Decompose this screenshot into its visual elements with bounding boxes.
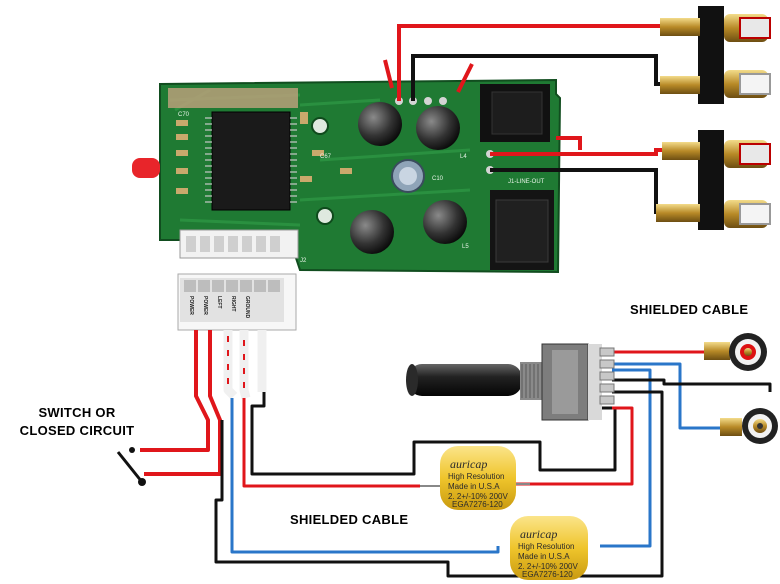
- board-header: [179, 229, 299, 259]
- silk-j2: J2: [300, 258, 307, 264]
- capacitor-2: auricap High Resolution Made in U.S.A 2.…: [510, 516, 588, 580]
- led: [132, 158, 160, 178]
- silk-c67: C67: [320, 154, 332, 160]
- cap1-line1: High Resolution: [448, 472, 504, 481]
- inductor-1: [358, 102, 402, 146]
- silk-l5: L5: [462, 244, 469, 250]
- shielded-cable-label-top: SHIELDED CABLE: [630, 302, 749, 317]
- amplifier-ic: [211, 111, 291, 211]
- cap1-line2: Made in U.S.A: [448, 482, 500, 491]
- rca-input-jacks: [704, 333, 778, 444]
- cap2-line4: EGA7276-120: [522, 570, 573, 579]
- pin-label-right: RIGHT: [230, 296, 236, 312]
- cap2-brand: auricap: [520, 527, 557, 541]
- pin-label-left: LEFT: [216, 296, 222, 309]
- cap1-brand: auricap: [450, 457, 487, 471]
- cap1-line4: EGA7276-120: [452, 500, 503, 509]
- cap2-line2: Made in U.S.A: [518, 552, 570, 561]
- cap2-line1: High Resolution: [518, 542, 574, 551]
- inductor-4: [423, 200, 467, 244]
- inductor-3: [350, 210, 394, 254]
- harness-wires: [140, 330, 772, 578]
- pin-label-power-2: POWER: [202, 296, 208, 315]
- silk-c70: C70: [178, 112, 190, 118]
- pin-label-power-1: POWER: [188, 296, 194, 315]
- amplifier-board: J1-LINE-OUT C10 C67 L4 L5 J2 C70: [132, 59, 582, 274]
- connector-plug: POWER POWER LEFT RIGHT GROUND: [177, 273, 297, 331]
- capacitor-1: auricap High Resolution Made in U.S.A 2.…: [420, 446, 530, 510]
- switch-label: SWITCH OR CLOSED CIRCUIT: [19, 405, 135, 438]
- rca-output-jacks: [656, 6, 771, 230]
- inductor-2: [416, 106, 460, 150]
- switch-symbol: [116, 447, 146, 486]
- pin-label-ground: GROUND: [244, 296, 250, 319]
- volume-potentiometer: [406, 343, 615, 421]
- silk-l4: L4: [460, 154, 467, 160]
- silk-c10: C10: [432, 176, 444, 182]
- silk-line-out: J1-LINE-OUT: [508, 179, 545, 185]
- cap1-line3: 2. 2+/-10% 200V: [448, 492, 508, 501]
- cap2-line3: 2. 2+/-10% 200V: [518, 562, 578, 571]
- shielded-cable-label-middle: SHIELDED CABLE: [290, 512, 409, 527]
